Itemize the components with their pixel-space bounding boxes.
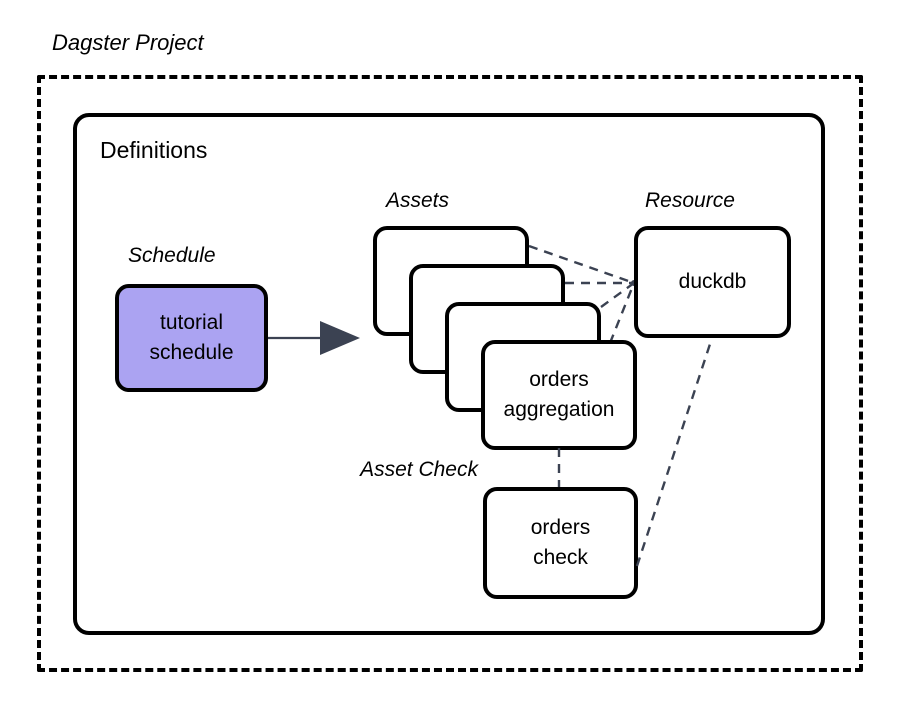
node-orders-aggregation[interactable]: orders aggregation (481, 340, 637, 450)
node-orders-aggregation-line1: orders (529, 367, 589, 391)
node-orders-aggregation-line2: aggregation (503, 398, 615, 421)
project-boundary (37, 75, 863, 672)
node-duckdb[interactable]: duckdb (634, 226, 791, 338)
node-tutorial-schedule-line1: tutorial (159, 310, 224, 334)
node-tutorial-schedule-label: tutorial schedule (149, 308, 233, 369)
caption-resource: Resource (645, 189, 735, 212)
page-title: Dagster Project (52, 30, 204, 55)
definitions-label: Definitions (100, 137, 208, 163)
node-tutorial-schedule[interactable]: tutorial schedule (115, 284, 268, 392)
node-duckdb-label: duckdb (678, 269, 747, 293)
caption-asset-check: Asset Check (360, 458, 478, 481)
caption-schedule: Schedule (128, 244, 216, 267)
node-orders-check[interactable]: orders check (483, 487, 638, 599)
node-orders-aggregation-label: orders aggregation (504, 365, 615, 426)
node-orders-check-label: orders check (531, 513, 591, 574)
caption-assets: Assets (386, 189, 450, 212)
node-orders-check-line2: check (533, 546, 588, 569)
definitions-container (73, 113, 825, 635)
node-orders-check-line1: orders (530, 515, 591, 539)
node-tutorial-schedule-line2: schedule (149, 341, 234, 364)
